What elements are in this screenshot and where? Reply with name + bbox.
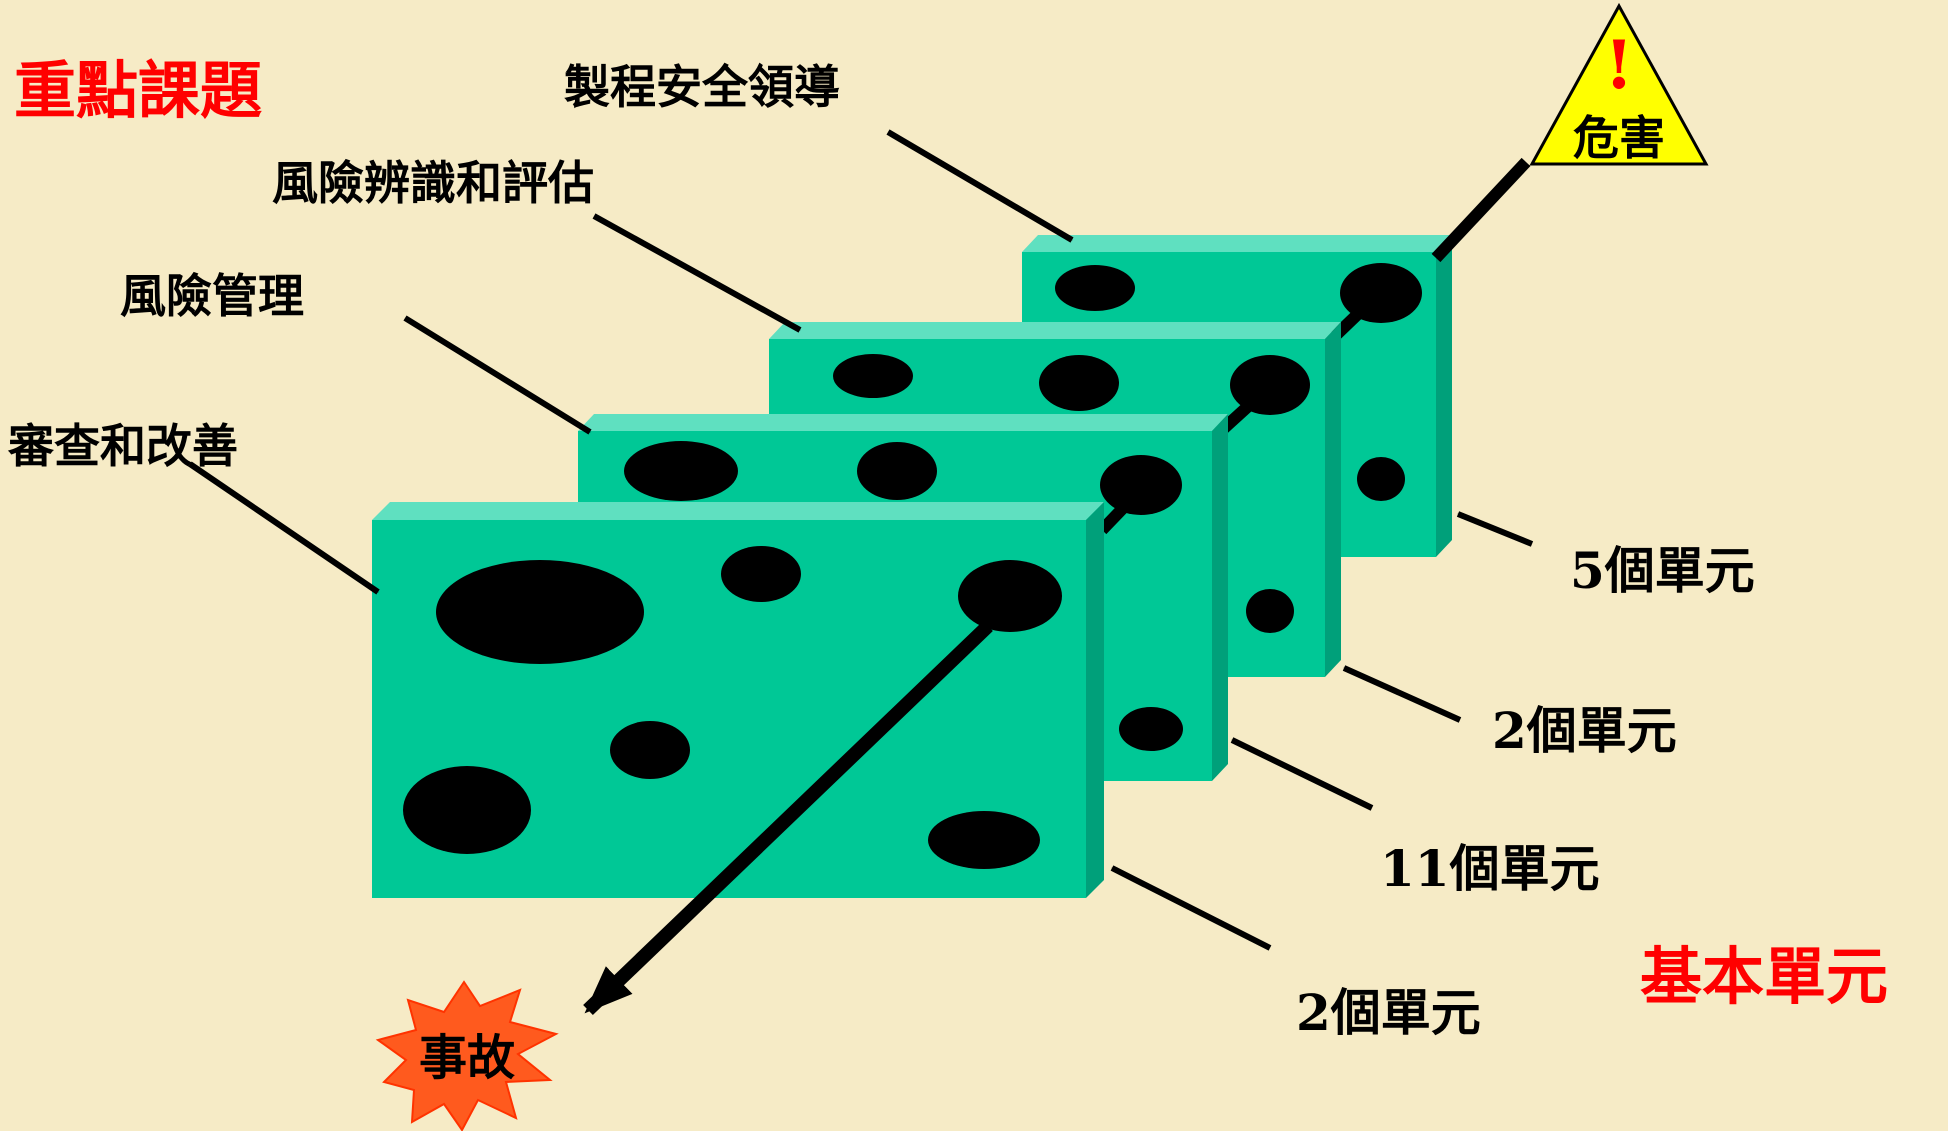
arrow-risk-management xyxy=(403,315,592,435)
hole xyxy=(610,721,690,779)
accident-label: 事故 xyxy=(419,1030,515,1086)
unit-count-risk-identification: 2個單元 xyxy=(1492,701,1677,760)
page-title: 重點課題 xyxy=(14,54,262,127)
unit-count-leadership: 5個單元 xyxy=(1570,541,1755,600)
slab-review-improvement xyxy=(372,502,1104,898)
accident-burst: 事故 xyxy=(375,980,559,1131)
slab-1-holes xyxy=(1055,263,1422,501)
arrow-units-leadership xyxy=(1456,511,1534,547)
arrow-units-review-improvement xyxy=(1110,865,1272,951)
hole xyxy=(1055,265,1135,311)
hole xyxy=(721,546,801,602)
unit-count-review-improvement: 2個單元 xyxy=(1296,983,1481,1042)
arrow-units-risk-identification xyxy=(1342,665,1462,723)
hole xyxy=(857,442,937,500)
hole xyxy=(958,560,1062,632)
hazard-path-to-accident xyxy=(583,620,993,1016)
left-leader-arrows xyxy=(188,129,1074,595)
hole xyxy=(1119,707,1183,751)
hole xyxy=(928,811,1040,869)
hole xyxy=(1340,263,1422,323)
exclamation-icon: ! xyxy=(1605,26,1634,104)
arrow-units-risk-management xyxy=(1230,737,1374,811)
hazard-path-1 xyxy=(1431,157,1531,263)
arrow-leadership xyxy=(886,129,1074,243)
hole xyxy=(624,441,738,501)
slab-3-holes xyxy=(624,441,1183,751)
hazard-path-4 xyxy=(1097,499,1132,535)
hazard-label: 危害 xyxy=(1573,111,1665,165)
hole xyxy=(1357,457,1405,501)
layer-label-risk-identification: 風險辨識和評估 xyxy=(272,156,594,210)
arrow-review-improvement xyxy=(188,461,380,595)
layer-label-process-safety-leadership: 製程安全領導 xyxy=(564,60,840,114)
hole xyxy=(1246,589,1294,633)
hole xyxy=(1039,355,1119,411)
arrow-risk-identification xyxy=(592,213,802,333)
hole xyxy=(436,560,644,664)
hazard-warning-sign: ! 危害 xyxy=(1529,2,1709,166)
slab-4-holes xyxy=(403,546,1062,869)
right-leader-arrows xyxy=(1110,511,1534,951)
hole xyxy=(1100,455,1182,515)
layer-label-risk-management: 風險管理 xyxy=(120,269,304,323)
layer-label-review-improvement: 審查和改善 xyxy=(7,419,238,473)
base-unit-label: 基本單元 xyxy=(1640,940,1888,1013)
hole xyxy=(403,766,531,854)
hole xyxy=(833,354,913,398)
unit-count-risk-management: 11個單元 xyxy=(1380,839,1600,898)
